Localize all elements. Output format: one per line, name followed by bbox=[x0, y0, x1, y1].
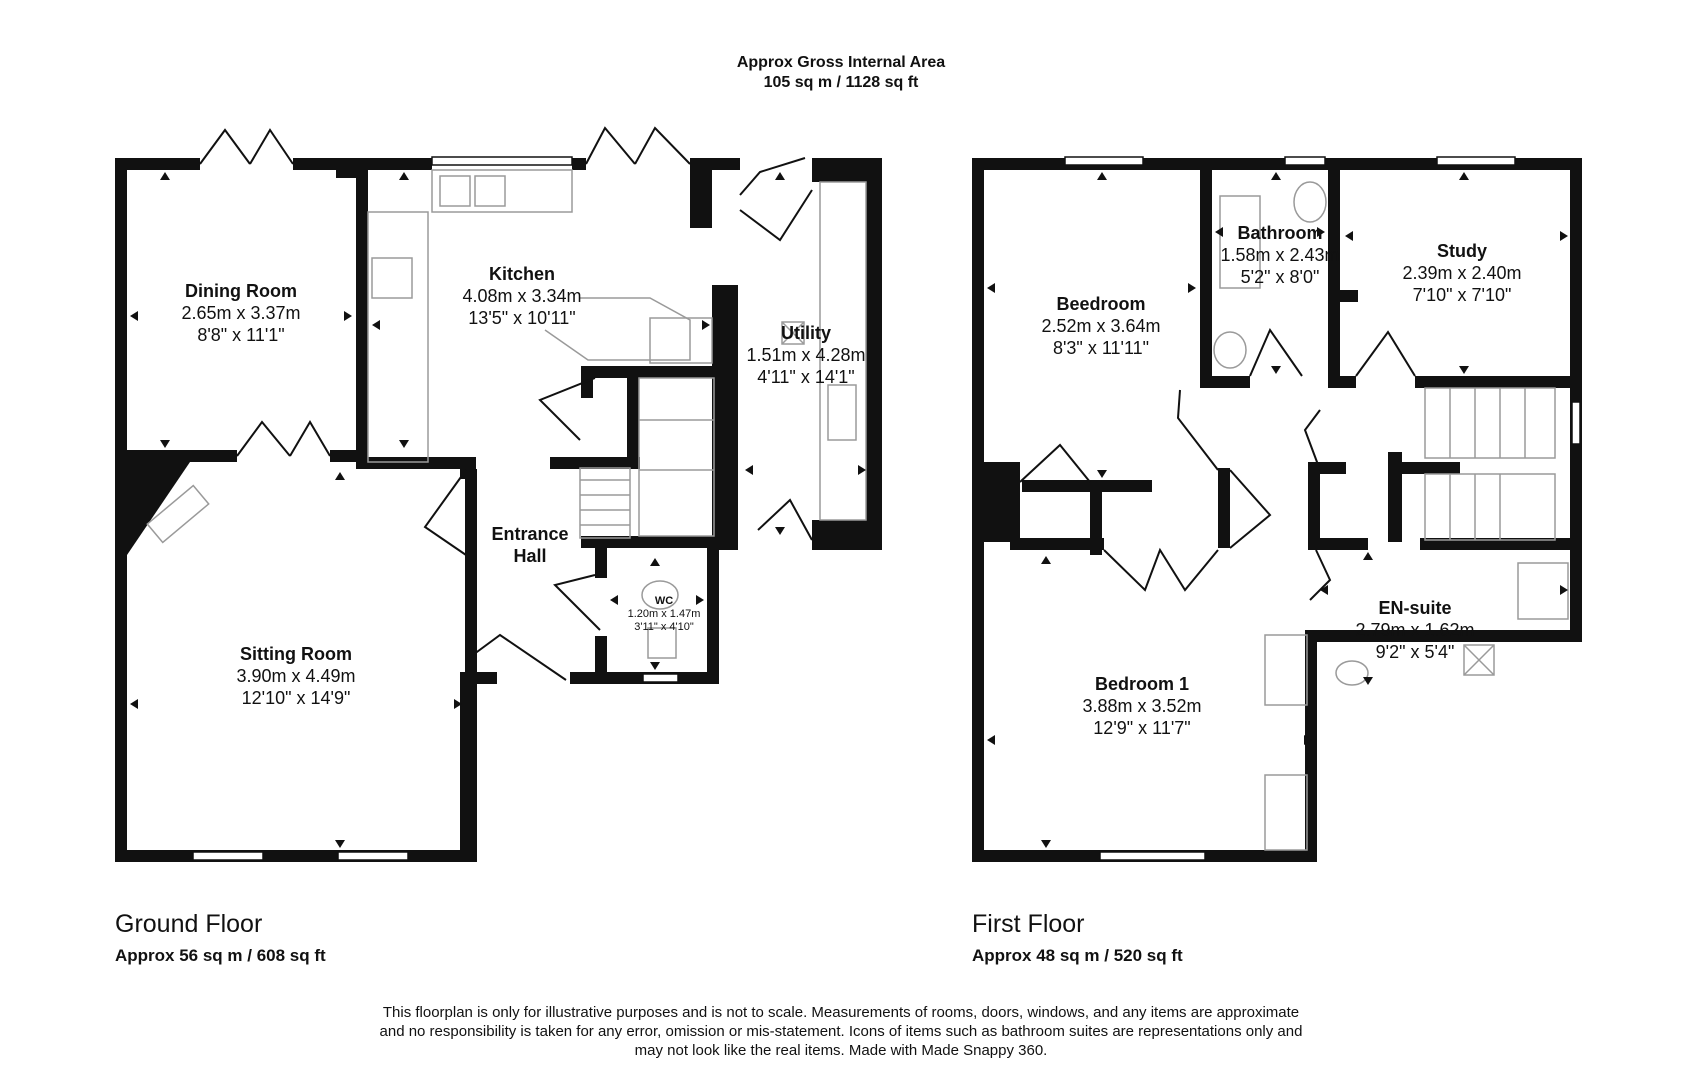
room-name: Bathroom bbox=[1237, 223, 1323, 243]
first-floor-walls bbox=[972, 158, 1582, 862]
room-name: Bedroom 1 bbox=[1094, 674, 1190, 694]
room-sitting: Sitting Room 3.90m x 4.49m 12'10" x 14'9… bbox=[236, 643, 355, 709]
disclaimer-line-1: This floorplan is only for illustrative … bbox=[382, 1004, 1300, 1021]
room-beedroom: Beedroom 2.52m x 3.64m 8'3" x 11'11" bbox=[1041, 293, 1160, 359]
room-imperial: 9'2" x 5'4" bbox=[1375, 642, 1455, 662]
disclaimer-line-3: may not look like the real items. Made w… bbox=[634, 1042, 1048, 1059]
room-name: EN-suite bbox=[1378, 598, 1452, 618]
room-wc: WC 1.20m x 1.47m 3'11" x 4'10" bbox=[628, 595, 701, 634]
room-kitchen: Kitchen 4.08m x 3.34m 13'5" x 10'11" bbox=[462, 263, 581, 329]
room-imperial: 12'9" x 11'7" bbox=[1093, 718, 1191, 738]
room-metric: 3.90m x 4.49m bbox=[236, 666, 356, 686]
room-name: Utility bbox=[780, 323, 831, 343]
room-metric: 1.58m x 2.43m bbox=[1220, 245, 1340, 265]
first-floor-doors bbox=[1019, 327, 1416, 601]
room-bathroom: Bathroom 1.58m x 2.43m 5'2" x 8'0" bbox=[1220, 222, 1339, 288]
room-name: Beedroom bbox=[1056, 294, 1146, 314]
room-bedroom-1: Bedroom 1 3.88m x 3.52m 12'9" x 11'7" bbox=[1082, 673, 1201, 739]
room-dining: Dining Room 2.65m x 3.37m 8'8" x 11'1" bbox=[181, 280, 300, 346]
first-floor-title: First Floor bbox=[972, 910, 1085, 938]
room-utility: Utility 1.51m x 4.28m 4'11" x 14'1" bbox=[746, 322, 865, 388]
room-imperial: 3'11" x 4'10" bbox=[634, 621, 694, 633]
room-metric: 1.51m x 4.28m bbox=[746, 345, 866, 365]
ground-floor-doors bbox=[199, 126, 813, 681]
room-imperial: 4'11" x 14'1" bbox=[757, 367, 855, 387]
disclaimer: This floorplan is only for illustrative … bbox=[241, 1003, 1441, 1060]
room-metric: 3.88m x 3.52m bbox=[1082, 696, 1202, 716]
room-name-line2: Hall bbox=[513, 546, 547, 566]
room-imperial: 7'10" x 7'10" bbox=[1412, 285, 1512, 305]
room-entrance-hall: Entrance Hall bbox=[491, 523, 568, 567]
ground-floor-windows bbox=[192, 156, 679, 861]
ground-floor-area: Approx 56 sq m / 608 sq ft bbox=[115, 946, 326, 965]
room-imperial: 5'2" x 8'0" bbox=[1240, 267, 1320, 287]
room-name: Kitchen bbox=[488, 264, 555, 284]
room-study: Study 2.39m x 2.40m 7'10" x 7'10" bbox=[1402, 240, 1521, 306]
room-imperial: 12'10" x 14'9" bbox=[241, 688, 351, 708]
dimension-markers bbox=[130, 172, 1568, 848]
room-metric: 2.79m x 1.62m bbox=[1355, 620, 1475, 640]
room-name: Study bbox=[1436, 241, 1487, 261]
room-name: WC bbox=[654, 595, 674, 607]
room-imperial: 13'5" x 10'11" bbox=[468, 308, 576, 328]
room-metric: 1.20m x 1.47m bbox=[627, 608, 701, 620]
first-floor-area: Approx 48 sq m / 520 sq ft bbox=[972, 946, 1183, 965]
room-name-line1: Entrance bbox=[491, 524, 569, 544]
gross-area-value: 105 sq m / 1128 sq ft bbox=[763, 74, 919, 91]
ground-floor-title: Ground Floor bbox=[115, 910, 263, 938]
first-floor-fixtures bbox=[1213, 181, 1569, 851]
first-floor-windows bbox=[1064, 156, 1581, 861]
room-metric: 4.08m x 3.34m bbox=[462, 286, 582, 306]
room-name: Dining Room bbox=[185, 281, 297, 301]
room-imperial: 8'8" x 11'1" bbox=[197, 325, 285, 345]
disclaimer-line-2: and no responsibility is taken for any e… bbox=[379, 1023, 1303, 1040]
room-ensuite: EN-suite 2.79m x 1.62m 9'2" x 5'4" bbox=[1355, 597, 1474, 663]
room-metric: 2.65m x 3.37m bbox=[181, 303, 301, 323]
room-name: Sitting Room bbox=[240, 644, 352, 664]
room-imperial: 8'3" x 11'11" bbox=[1052, 338, 1150, 358]
room-metric: 2.39m x 2.40m bbox=[1402, 263, 1522, 283]
ground-floor-walls bbox=[115, 158, 882, 862]
room-metric: 2.52m x 3.64m bbox=[1041, 316, 1161, 336]
ground-floor-fixtures bbox=[146, 169, 867, 659]
gross-area-title: Approx Gross Internal Area bbox=[736, 54, 946, 71]
